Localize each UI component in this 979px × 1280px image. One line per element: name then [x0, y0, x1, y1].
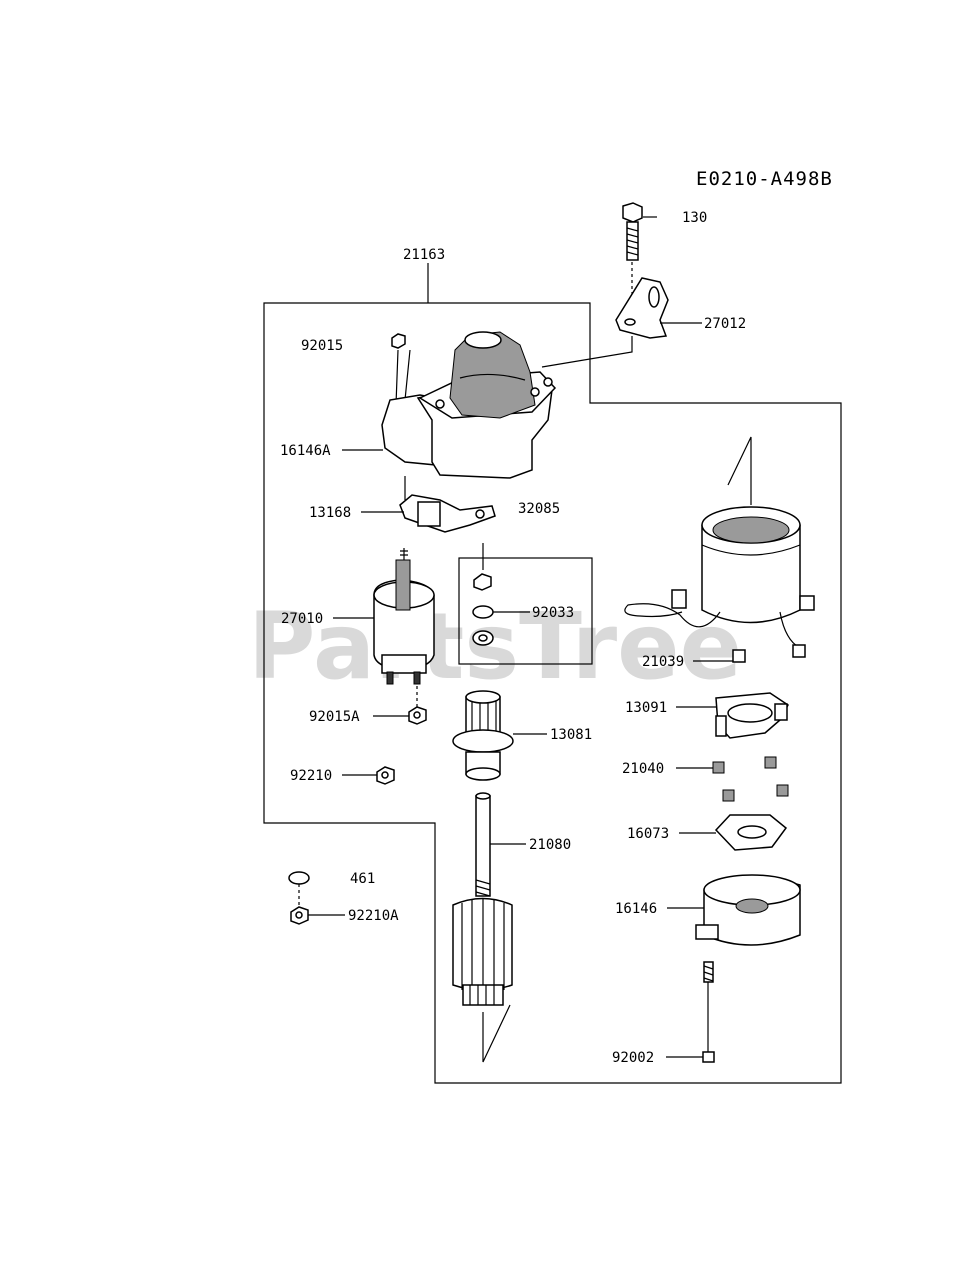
diagram-code: E0210-A498B — [696, 168, 833, 190]
assembly-outline — [263, 302, 842, 1084]
label-92210A[interactable]: 92210A — [348, 908, 399, 924]
yoke-leader — [727, 436, 752, 505]
plate-16073 — [714, 814, 788, 851]
nut-92015 — [391, 333, 406, 349]
solenoid-27010 — [373, 548, 435, 685]
bracket-27012 — [615, 277, 669, 339]
nut-92015A — [408, 706, 427, 725]
label-92210[interactable]: 92210 — [290, 768, 332, 784]
label-32085[interactable]: 32085 — [518, 501, 560, 517]
end-cover-16146 — [695, 874, 801, 946]
bolt-130 — [622, 202, 643, 261]
starter-housing-16146A — [381, 331, 557, 479]
label-21163[interactable]: 21163 — [403, 247, 445, 263]
kit-box-32085 — [458, 557, 593, 665]
armature-leader — [482, 1004, 511, 1063]
label-13091[interactable]: 13091 — [625, 700, 667, 716]
label-16146A[interactable]: 16146A — [280, 443, 331, 459]
nut-92210A — [290, 906, 309, 925]
pinion-gear-13081 — [452, 690, 514, 781]
label-27010[interactable]: 27010 — [281, 611, 323, 627]
springs-21040 — [712, 756, 789, 802]
label-461[interactable]: 461 — [350, 871, 375, 887]
label-21040[interactable]: 21040 — [622, 761, 664, 777]
label-27012[interactable]: 27012 — [704, 316, 746, 332]
label-21039[interactable]: 21039 — [642, 654, 684, 670]
armature-21080 — [452, 792, 513, 1006]
label-21080[interactable]: 21080 — [529, 837, 571, 853]
lever-13168 — [399, 494, 496, 533]
nut-92210 — [376, 766, 395, 785]
brush-holder-13091 — [715, 692, 789, 739]
label-16146[interactable]: 16146 — [615, 901, 657, 917]
label-13168[interactable]: 13168 — [309, 505, 351, 521]
label-92002[interactable]: 92002 — [612, 1050, 654, 1066]
kit-parts-32085 — [472, 573, 494, 646]
washer-461 — [288, 871, 310, 885]
bracket-leader — [541, 336, 633, 368]
watermark: PartsTree — [248, 593, 742, 700]
label-92015[interactable]: 92015 — [301, 338, 343, 354]
label-13081[interactable]: 13081 — [550, 727, 592, 743]
yoke-21039 — [624, 506, 815, 663]
label-16073[interactable]: 16073 — [627, 826, 669, 842]
label-130[interactable]: 130 — [682, 210, 707, 226]
label-92033[interactable]: 92033 — [532, 605, 574, 621]
label-92015A[interactable]: 92015A — [309, 709, 360, 725]
